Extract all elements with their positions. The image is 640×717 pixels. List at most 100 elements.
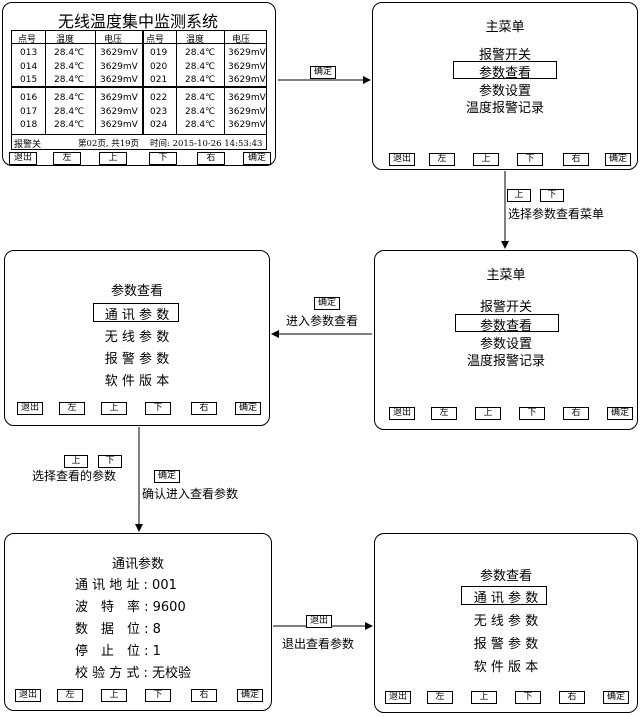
right-button[interactable]: 右 (191, 402, 217, 415)
display-screen: 点号 温度 电压 点号 温度 电压 013 28.4℃ 3629mV 019 2… (11, 30, 267, 150)
confirm-button[interactable]: 确定 (237, 689, 263, 702)
param-item-software-version[interactable]: 软 件 版 本 (473, 660, 539, 675)
col-header-temp-2: 温度 (186, 35, 205, 45)
left-button[interactable]: 左 (57, 689, 83, 702)
param-item-wireless[interactable]: 无 线 参 数 (104, 330, 170, 345)
up-button[interactable]: 上 (475, 407, 501, 420)
exit-button[interactable]: 退出 (17, 402, 43, 415)
table-cell: 28.4℃ (185, 62, 216, 72)
table-cell: 3629mV (228, 75, 266, 85)
menu-item-alarm-switch[interactable]: 报警开关 (478, 48, 531, 63)
left-button[interactable]: 左 (431, 407, 457, 420)
exit-view-param-label: 退出查看参数 (282, 637, 355, 651)
param-item-comm[interactable]: 通 讯 参 数 (104, 308, 170, 323)
table-cell: 3629mV (228, 107, 266, 117)
up-button[interactable]: 上 (101, 689, 127, 702)
panel-param-view-1: 参数查看 通 讯 参 数 无 线 参 数 报 警 参 数 软 件 版 本 退出 … (4, 250, 270, 426)
page-indicator: 第02页, 共19页 (78, 139, 140, 149)
table-cell: 017 (20, 107, 38, 117)
confirm-button[interactable]: 确定 (243, 152, 271, 165)
down-button[interactable]: 下 (145, 402, 171, 415)
footer-divider (12, 134, 266, 135)
left-button[interactable]: 左 (53, 152, 81, 165)
param-item-alarm[interactable]: 报 警 参 数 (104, 352, 170, 367)
param-item-comm[interactable]: 通 讯 参 数 (473, 591, 539, 606)
param-item-alarm[interactable]: 报 警 参 数 (473, 637, 539, 652)
table-cell: 3629mV (100, 120, 138, 130)
menu-item-param-view[interactable]: 参数查看 (478, 66, 531, 81)
confirm-button[interactable]: 确定 (605, 153, 631, 166)
menu-item-temp-alarm-log[interactable]: 温度报警记录 (466, 354, 545, 369)
down-button[interactable]: 下 (145, 689, 171, 702)
down-button[interactable]: 下 (515, 691, 541, 704)
data-bits-row: 数 据 位 : 8 (75, 622, 161, 637)
up-button[interactable]: 上 (99, 152, 127, 165)
table-cell: 014 (20, 62, 38, 72)
table-cell: 020 (150, 62, 168, 72)
key-up-label: 上 (507, 189, 531, 202)
exit-button[interactable]: 退出 (389, 407, 415, 420)
left-button[interactable]: 左 (427, 691, 453, 704)
col-header-temp-1: 温度 (56, 35, 75, 45)
panel-comm-params: 通讯参数 通 讯 地 址 : 001 波 特 率 : 9600 数 据 位 : … (4, 533, 272, 711)
table-cell: 3629mV (100, 48, 138, 58)
up-button[interactable]: 上 (473, 153, 499, 166)
param-item-software-version[interactable]: 软 件 版 本 (104, 374, 170, 389)
down-button[interactable]: 下 (519, 407, 545, 420)
table-cell: 018 (20, 120, 38, 130)
menu-item-temp-alarm-log[interactable]: 温度报警记录 (465, 101, 544, 116)
column-divider-2 (95, 31, 96, 134)
down-button[interactable]: 下 (517, 153, 543, 166)
panel-main-menu-1: 主菜单 报警开关 参数查看 参数设置 温度报警记录 退出 左 上 下 右 确定 (372, 2, 638, 170)
exit-button[interactable]: 退出 (15, 689, 41, 702)
right-button[interactable]: 右 (197, 152, 225, 165)
menu-title: 主菜单 (485, 20, 525, 35)
col-header-volt-1: 电压 (104, 35, 123, 45)
exit-button[interactable]: 退出 (9, 152, 37, 165)
left-button[interactable]: 左 (429, 153, 455, 166)
table-cell: 3629mV (228, 48, 266, 58)
table-cell: 016 (20, 93, 38, 103)
column-divider-3 (142, 31, 144, 134)
confirm-button[interactable]: 确定 (607, 407, 633, 420)
table-cell: 013 (20, 48, 38, 58)
timestamp: 时间: 2015-10-26 14:53:43 (150, 139, 263, 149)
menu-item-alarm-switch[interactable]: 报警开关 (479, 300, 532, 315)
menu-item-param-set[interactable]: 参数设置 (478, 84, 531, 99)
display-title: 无线温度集中监测系统 (57, 12, 218, 31)
table-cell: 28.4℃ (54, 93, 85, 103)
right-button[interactable]: 右 (563, 407, 589, 420)
confirm-view-param-label: 确认进入查看参数 (142, 487, 239, 501)
panel-main-display: 无线温度集中监测系统 点号 温度 电压 点号 温度 电压 013 28.4℃ 3… (2, 2, 276, 166)
key-confirm-label: 确定 (314, 297, 340, 310)
right-button[interactable]: 右 (191, 689, 217, 702)
down-button[interactable]: 下 (149, 152, 177, 165)
panel-main-menu-2: 主菜单 报警开关 参数查看 参数设置 温度报警记录 退出 左 上 下 右 确定 (374, 250, 638, 430)
right-button[interactable]: 右 (563, 153, 589, 166)
column-divider-1 (45, 31, 46, 134)
table-cell: 28.4℃ (54, 120, 85, 130)
menu-item-param-set[interactable]: 参数设置 (479, 337, 532, 352)
table-cell: 28.4℃ (185, 107, 216, 117)
select-param-view-menu-label: 选择参数查看菜单 (508, 207, 605, 221)
param-item-wireless[interactable]: 无 线 参 数 (473, 614, 539, 629)
table-cell: 3629mV (100, 62, 138, 72)
alarm-status: 报警关 (14, 140, 42, 150)
table-cell: 28.4℃ (185, 75, 216, 85)
comm-address-row: 通 讯 地 址 : 001 (75, 578, 177, 593)
menu-item-param-view[interactable]: 参数查看 (479, 319, 532, 334)
col-header-volt-2: 电压 (232, 35, 251, 45)
enter-param-view-label: 进入参数查看 (286, 314, 359, 328)
column-divider-5 (224, 31, 225, 134)
exit-button[interactable]: 退出 (385, 691, 411, 704)
table-cell: 28.4℃ (54, 107, 85, 117)
confirm-button[interactable]: 确定 (235, 402, 261, 415)
right-button[interactable]: 右 (559, 691, 585, 704)
table-cell: 015 (20, 75, 38, 85)
left-button[interactable]: 左 (59, 402, 85, 415)
up-button[interactable]: 上 (471, 691, 497, 704)
up-button[interactable]: 上 (101, 402, 127, 415)
exit-button[interactable]: 退出 (389, 153, 415, 166)
param-view-title: 参数查看 (479, 569, 532, 584)
confirm-button[interactable]: 确定 (603, 691, 629, 704)
